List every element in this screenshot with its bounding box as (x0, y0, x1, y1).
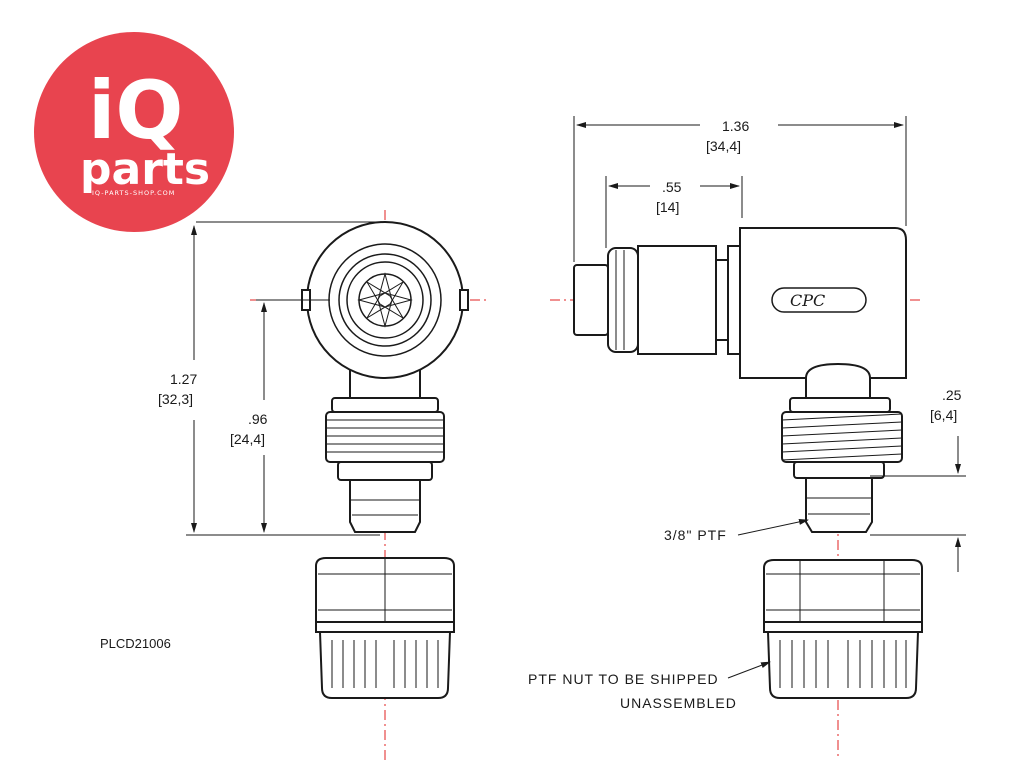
side-barb-stem (805, 477, 873, 533)
dim-stem-length-mm: [14] (656, 199, 679, 215)
nut-leader (727, 661, 771, 679)
logo-url: IQ-PARTS-SHOP.COM (92, 189, 175, 197)
iq-parts-logo[interactable]: iQ parts IQ-PARTS-SHOP.COM (34, 32, 234, 232)
body-marking: CPC (771, 287, 867, 313)
logo-parts: parts (80, 144, 210, 195)
stem-tip (573, 264, 609, 336)
dim-overall-length-in: 1.36 (722, 118, 749, 134)
side-view: CPC 1.36 [34,4] (528, 116, 966, 760)
stem-body (637, 245, 717, 355)
dim-overall-height-in: 1.27 (170, 371, 197, 387)
logo-circle (34, 32, 234, 232)
ptf-nut-left (315, 557, 455, 699)
port-inner-ring (346, 261, 424, 339)
thread-section (325, 397, 445, 481)
dim-center-height-mm: [24,4] (230, 431, 265, 447)
side-neck (805, 362, 871, 399)
end-view: 1.27 [32,3] .96 [24,4] (158, 210, 490, 760)
dim-thread-depth-in: .25 (942, 387, 962, 403)
stem-oring (607, 247, 639, 353)
part-number: PLCD21006 (100, 636, 171, 651)
barb-ridges (350, 499, 420, 516)
valve-star (357, 272, 413, 328)
elbow-body-outline (306, 221, 464, 379)
dim-thread-depth-mm: [6,4] (930, 407, 957, 423)
cpc-marking: CPC (790, 291, 825, 310)
dim-center-height-in: .96 (248, 411, 268, 427)
side-thread-section (781, 397, 903, 479)
nut-note-line2: UNASSEMBLED (620, 695, 737, 711)
barb-stem (349, 479, 421, 533)
ptf-nut-right (763, 559, 923, 699)
dim-overall-length-mm: [34,4] (706, 138, 741, 154)
thread-leader (737, 518, 809, 536)
thread-callout: 3/8" PTF (664, 527, 727, 543)
dim-stem-length-in: .55 (662, 179, 682, 195)
side-lug-right (459, 289, 469, 311)
port-ring (338, 253, 432, 347)
logo-iq: iQ (88, 64, 183, 157)
nut-note-line1: PTF NUT TO BE SHIPPED (528, 671, 719, 687)
dim-overall-height-mm: [32,3] (158, 391, 193, 407)
